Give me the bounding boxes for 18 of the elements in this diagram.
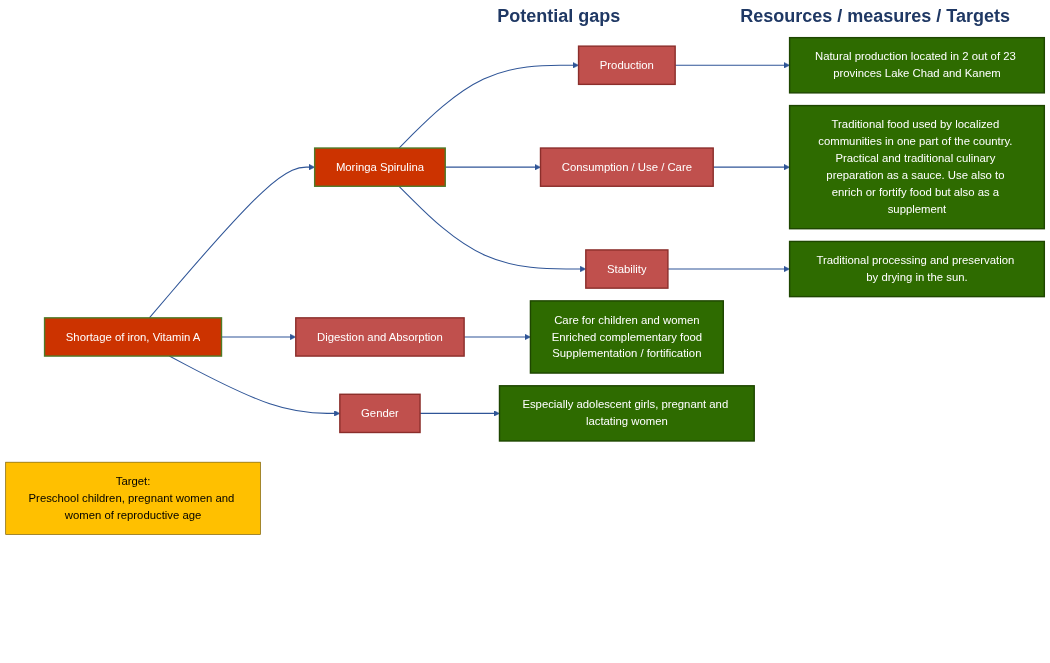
arrow [148, 164, 315, 319]
node-box: Traditional food used by localized communities in one part of the country. Practical and traditional culinary preparation as a sauce. Use also to enrich or fortify food but also as a supplement [788, 104, 1046, 230]
node-box: Care for children and women Enriched complementary food Supplementation / fortification [529, 300, 724, 374]
node-box: Consumption / Use / Care [539, 147, 714, 187]
node-box: Natural production located in 2 out of 23 provinces Lake Chad and Kanem [788, 36, 1046, 94]
node-box: Target: Preschool children, pregnant women and women of reproductive age [5, 461, 261, 535]
node-box: Production [577, 45, 676, 86]
node-box: Moringa Spirulina [313, 147, 446, 187]
node-box: Stability [585, 249, 669, 289]
node-box: Gender [339, 393, 421, 434]
node-box: Digestion and Absorption [295, 317, 465, 357]
node-box: Especially adolescent girls, pregnant and lactating women [498, 385, 755, 442]
arrow [398, 62, 579, 149]
arrow [667, 265, 790, 273]
node-box: Traditional processing and preservation by drying in the sun. [788, 240, 1046, 298]
column-heading: Resources / measures / Targets [740, 6, 1010, 28]
column-heading: Potential gaps [497, 6, 621, 28]
node-box: Shortage of iron, Vitamin A [43, 317, 223, 357]
